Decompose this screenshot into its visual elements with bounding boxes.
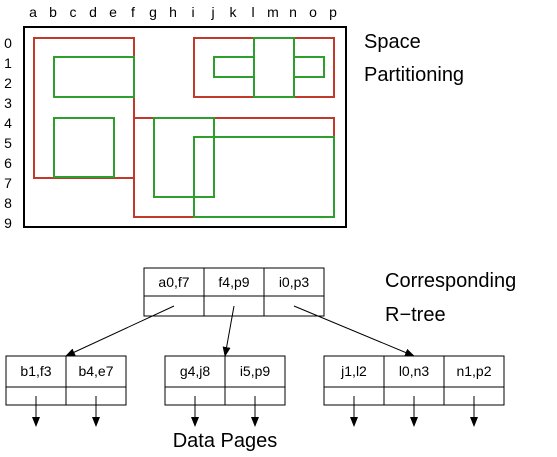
rect-b1-f3 bbox=[53, 56, 135, 98]
column-letter: h bbox=[169, 4, 177, 20]
root-entry: i0,p3 bbox=[279, 274, 310, 290]
column-letter: o bbox=[309, 4, 317, 20]
row-number: 2 bbox=[4, 75, 12, 91]
column-letter: d bbox=[89, 4, 97, 20]
leaf-entry: b1,f3 bbox=[20, 363, 51, 379]
column-letter: l bbox=[251, 4, 254, 20]
rtree-title-line1: Corresponding bbox=[385, 270, 516, 292]
column-letter: m bbox=[267, 4, 279, 20]
leaf-entry: g4,j8 bbox=[180, 363, 211, 379]
rect-f4-p9 bbox=[133, 117, 335, 218]
column-letter: n bbox=[289, 4, 297, 20]
rect-g4-j8 bbox=[153, 117, 215, 198]
row-number: 6 bbox=[4, 155, 12, 171]
leaf-entry: b4,e7 bbox=[78, 363, 113, 379]
column-letter: f bbox=[131, 4, 135, 20]
row-number: 7 bbox=[4, 175, 12, 191]
root-entry: a0,f7 bbox=[158, 274, 189, 290]
space-title-line1: Space bbox=[364, 31, 421, 53]
root-entry: f4,p9 bbox=[218, 274, 249, 290]
row-number: 8 bbox=[4, 195, 12, 211]
rect-a0-f7 bbox=[33, 37, 135, 179]
row-number: 0 bbox=[4, 35, 12, 51]
space-title-line2: Partitioning bbox=[364, 64, 464, 86]
rect-l0-n3 bbox=[253, 37, 295, 98]
pointer-arrow bbox=[293, 305, 415, 357]
row-number: 5 bbox=[4, 135, 12, 151]
row-number: 3 bbox=[4, 95, 12, 111]
root-rectangles bbox=[33, 37, 335, 218]
leaf-entry: i5,p9 bbox=[240, 363, 271, 379]
column-letter: c bbox=[70, 4, 77, 20]
leaf-entry: l0,n3 bbox=[399, 363, 430, 379]
leaf-entry: j1,l2 bbox=[340, 363, 367, 379]
data-page-pointers bbox=[32, 396, 478, 427]
leaf-rectangles bbox=[53, 37, 335, 218]
space-bounding-box bbox=[23, 26, 347, 228]
row-number: 4 bbox=[4, 115, 12, 131]
column-letter: i bbox=[191, 4, 194, 20]
left-leaf-node: b1,f3 b4,e7 bbox=[5, 355, 127, 406]
rect-n1-p2 bbox=[293, 56, 325, 78]
column-letter: a bbox=[29, 4, 37, 20]
data-pages-label: Data Pages bbox=[173, 430, 278, 452]
column-letters: a b c d e f g h i j k l m n o p bbox=[29, 4, 337, 20]
rect-i5-p9 bbox=[193, 136, 335, 218]
leaf-entry: n1,p2 bbox=[456, 363, 491, 379]
column-letter: g bbox=[149, 4, 157, 20]
pointer-arrow bbox=[65, 305, 175, 357]
rect-j1-l2 bbox=[213, 56, 255, 78]
row-number: 9 bbox=[4, 215, 12, 231]
column-letter: p bbox=[329, 4, 337, 20]
pointer-arrow bbox=[222, 305, 235, 357]
row-numbers: 0 1 2 3 4 5 6 7 8 9 bbox=[4, 35, 12, 231]
column-letter: j bbox=[210, 4, 214, 20]
rtree-title-line2: R−tree bbox=[385, 304, 446, 326]
middle-leaf-node: g4,j8 i5,p9 bbox=[164, 355, 286, 406]
row-number: 1 bbox=[4, 55, 12, 71]
column-letter: e bbox=[109, 4, 117, 20]
column-letter: b bbox=[49, 4, 57, 20]
root-pointers bbox=[65, 305, 415, 357]
column-letter: k bbox=[230, 4, 238, 20]
rect-b4-e7 bbox=[53, 117, 115, 178]
